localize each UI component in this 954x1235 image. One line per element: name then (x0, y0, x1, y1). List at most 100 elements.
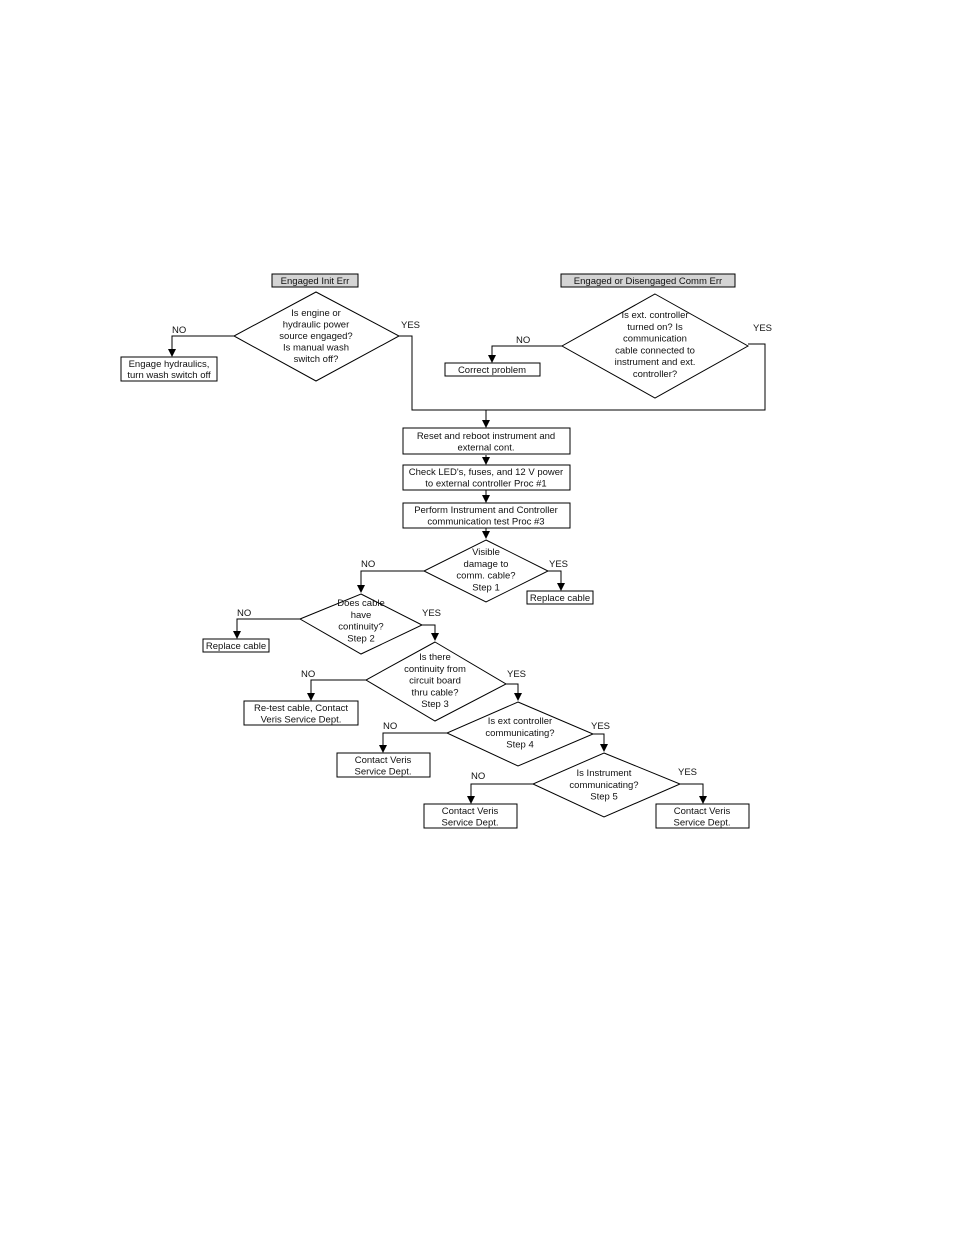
text-line: thru cable? (411, 687, 458, 698)
label-yes-extcontroller: YES (753, 323, 772, 334)
box-engage-hydraulics-text: Engage hydraulics,turn wash switch off (127, 359, 211, 381)
connector-engine-no (168, 335, 234, 357)
text-line: Contact Veris (355, 755, 412, 766)
text-line: Step 3 (421, 699, 448, 710)
text-line: to external controller Proc #1 (425, 479, 546, 490)
header-comm-error: Engaged or Disengaged Comm Err (560, 273, 736, 288)
text-line: instrument and ext. (615, 357, 696, 368)
connector-engine-yes (399, 335, 490, 428)
text-line: Check LED's, fuses, and 12 V power (409, 467, 563, 478)
text-line: turned on? Is (627, 322, 683, 333)
text-line: damage to (464, 559, 509, 570)
text-line: circuit board (409, 676, 461, 687)
text-line: Service Dept. (354, 767, 411, 778)
connector-extcontroller-yes (486, 343, 766, 411)
connector-instrcomm-yes (680, 783, 707, 804)
text-line: Service Dept. (673, 818, 730, 829)
text-line: Step 2 (347, 633, 374, 644)
connector-continuity-yes (422, 624, 439, 641)
text-line: Step 1 (472, 582, 499, 593)
header-init-error: Engaged Init Err (271, 273, 359, 288)
text-line: source engaged? (279, 331, 352, 342)
text-line: Step 5 (590, 792, 617, 803)
label-yes-extcomm: YES (591, 721, 610, 732)
text-line: Replace cable (530, 593, 590, 604)
label-no-engine: NO (172, 325, 186, 336)
label-no-damage: NO (361, 559, 375, 570)
connector-instrcomm-no (467, 783, 533, 804)
box-replace-cable-1: Replace cable (526, 590, 594, 605)
box-replace-cable-2: Replace cable (202, 638, 270, 653)
text-line: communicating? (569, 780, 638, 791)
header-init-error-text: Engaged Init Err (281, 276, 350, 287)
text-line: switch off? (294, 354, 339, 365)
text-line: communication test Proc #3 (427, 517, 544, 528)
text-line: Perform Instrument and Controller (414, 505, 558, 516)
text-line: Contact Veris (674, 806, 731, 817)
label-no-extcontroller: NO (516, 335, 530, 346)
label-no-extcomm: NO (383, 721, 397, 732)
label-no-board: NO (301, 669, 315, 680)
text-line: hydraulic power (283, 320, 350, 331)
connector-continuity-no (233, 618, 300, 639)
label-yes-board: YES (507, 669, 526, 680)
text-line: Veris Service Dept. (261, 715, 342, 726)
connector-damage-yes (548, 570, 565, 591)
text-line: Re-test cable, Contact (254, 703, 348, 714)
connector-damage-no (357, 570, 424, 593)
box-correct-problem: Correct problem (444, 362, 541, 377)
text-line: Step 4 (506, 740, 533, 751)
text-line: controller? (633, 369, 677, 380)
text-line: Does cable (337, 598, 385, 609)
connector-extcontroller-no (488, 345, 562, 363)
text-line: Is manual wash (283, 343, 349, 354)
connectors (168, 335, 766, 804)
box-replace-cable-2-text: Replace cable (206, 641, 266, 652)
text-line: Correct problem (458, 365, 526, 376)
text-line: Reset and reboot instrument and (417, 431, 555, 442)
branch-labels: NO YES NO YES NO YES NO YES NO YES NO YE… (172, 320, 772, 782)
text-line: Is engine or (291, 308, 341, 319)
box-replace-cable-1-text: Replace cable (530, 593, 590, 604)
header-comm-error-text: Engaged or Disengaged Comm Err (574, 276, 722, 287)
text-line: Is ext. controller (621, 310, 688, 321)
text-line: cable connected to (615, 345, 695, 356)
text-line: Is there (419, 652, 451, 663)
text-line: continuity from (404, 664, 466, 675)
text-line: comm. cable? (456, 571, 515, 582)
box-engage-hydraulics: Engage hydraulics,turn wash switch off (120, 356, 218, 382)
text-line: continuity? (338, 622, 383, 633)
label-yes-continuity: YES (422, 608, 441, 619)
text-line: have (351, 610, 372, 621)
connector-board-no (307, 679, 366, 701)
label-no-instrcomm: NO (471, 771, 485, 782)
text-line: turn wash switch off (127, 370, 211, 381)
text-line: communication (623, 334, 687, 345)
text-line: Is Instrument (577, 768, 632, 779)
text-line: Replace cable (206, 641, 266, 652)
